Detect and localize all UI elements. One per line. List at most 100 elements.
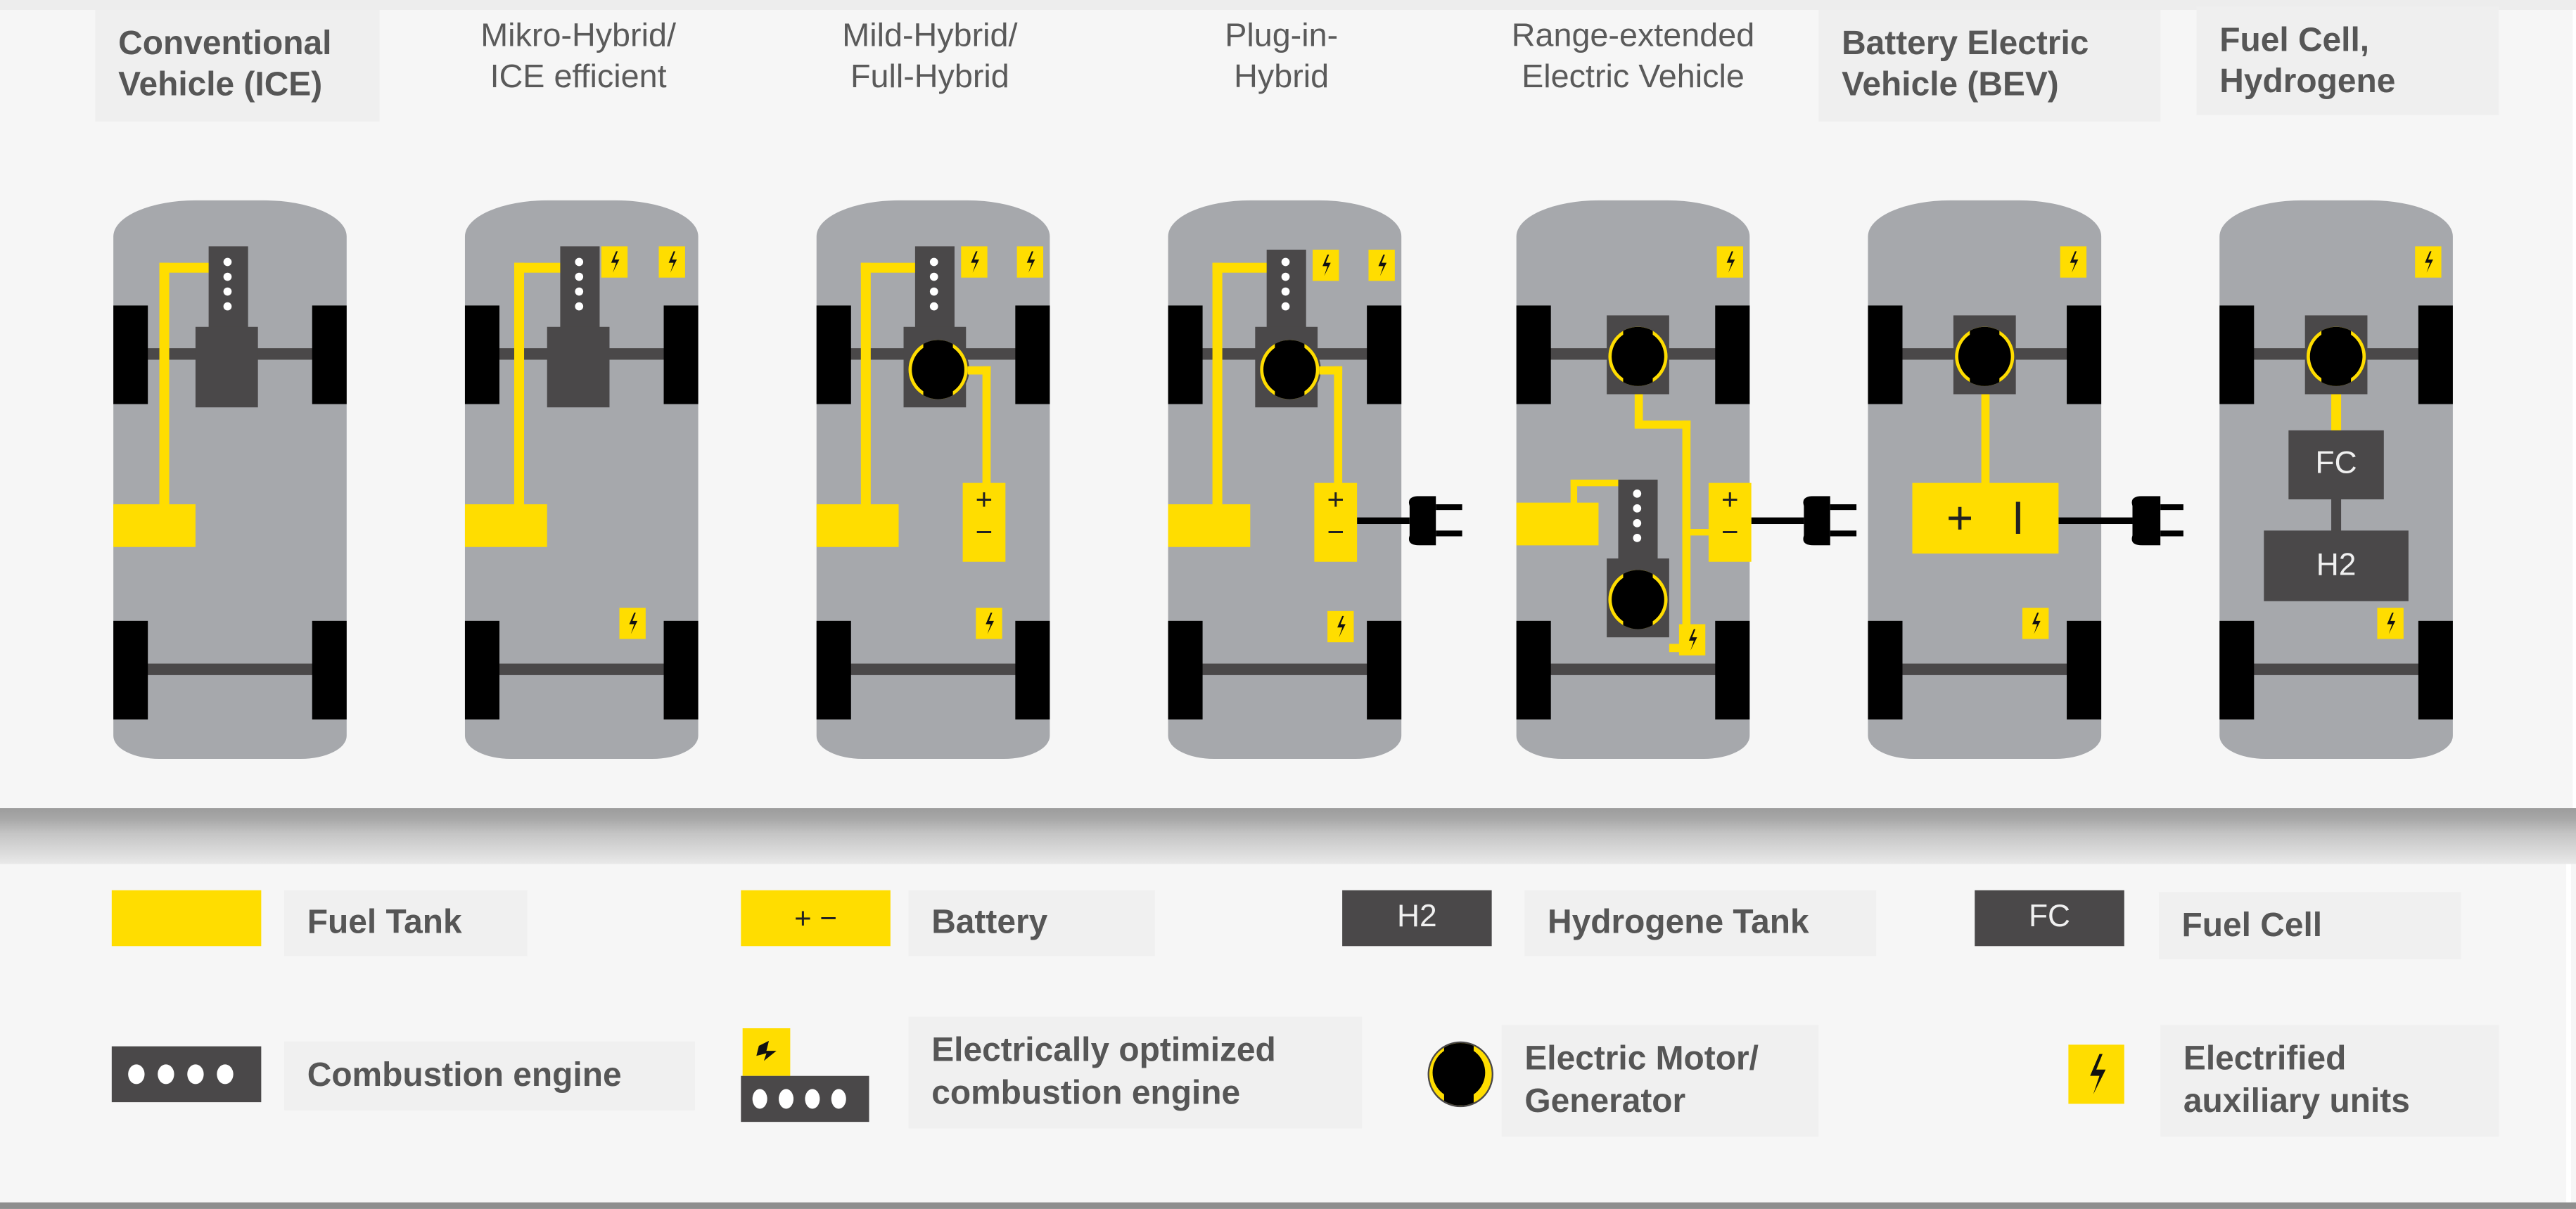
title-line-2: Electric Vehicle [1522,59,1745,96]
legend-electrically-optimized-bolt-icon [742,1028,791,1076]
battery-plus: + [1327,482,1345,516]
title-line-1: Conventional [118,25,332,63]
car-fuel-cell: FC H2 [2219,200,2453,760]
electrified-auxiliary-icon [658,246,685,278]
electric-motor-icon [1953,325,2016,388]
title-line-1: Fuel Cell, [2219,21,2370,60]
fuel-tank-icon [113,504,196,547]
title-line-2: Hybrid [1234,59,1330,96]
legend-battery-swatch: + − [741,890,891,947]
wheel-rear-left [1516,620,1551,719]
power-line [1682,529,1712,536]
wheel-front-right [1015,305,1050,404]
car-mild-hybrid: + − [816,200,1050,760]
title-range-extended-ev: Range-extended Electric Vehicle [1475,16,1790,98]
title-mild-hybrid: Mild-Hybrid/ Full-Hybrid [782,16,1078,98]
battery-minus: I [2011,492,2025,544]
legend-fuel-cell-swatch: FC [1975,890,2124,947]
wheel-front-right [2418,305,2453,404]
power-line [1334,366,1343,501]
wheel-front-left [1868,305,1903,404]
battery-icon: + − [1708,482,1752,562]
legend-combustion-engine-swatch [111,1046,262,1103]
wheel-rear-left [1868,620,1903,719]
cylinder-dots [575,257,584,311]
car-range-extended-ev: + − [1516,200,1857,760]
fuel-line [860,262,919,273]
fuel-line [514,262,564,273]
charging-plug-icon [1357,496,1485,546]
legend-fuel-tank-label: Fuel Tank [284,890,528,957]
rear-axle [497,663,665,675]
electrified-auxiliary-icon [2060,246,2087,278]
wheel-front-left [113,305,148,404]
legend-fuel-tank-swatch [111,890,262,947]
cylinder-dots [223,257,232,311]
electric-motor-icon [1607,325,1669,388]
transmission-block [547,326,610,408]
title-conventional-vehicle: Conventional Vehicle (ICE) [95,10,380,122]
electrified-auxiliary-icon [2377,608,2404,639]
wheel-front-right [1715,305,1750,404]
legend-electrified-auxiliary-swatch [2068,1044,2124,1104]
wheel-front-left [2219,305,2255,404]
wheel-front-right [2067,305,2102,404]
wheel-rear-left [113,620,148,719]
power-line [1319,366,1343,375]
car-conventional [113,200,347,760]
battery-plus: + [1946,492,1974,544]
electric-motor-icon [1258,338,1321,401]
title-line-2: Vehicle (BEV) [1842,65,2059,104]
label-line-1: Electrified [2183,1040,2347,1078]
wheel-front-left [816,305,851,404]
battery-icon: + I [1912,482,2059,554]
wheel-rear-right [1015,620,1050,719]
label-line-2: auxiliary units [2183,1082,2410,1120]
car-mikro-hybrid [464,200,699,760]
hydrogen-tank-icon: H2 [2264,530,2409,601]
panel-divider-shadow [0,808,2576,864]
rear-axle [2252,663,2421,675]
electrified-auxiliary-icon [1716,246,1743,278]
battery-icon: + − [962,482,1006,562]
battery-icon: + − [1314,482,1358,562]
legend-fuel-cell-label: Fuel Cell [2158,892,2461,959]
title-line-1: Mild-Hybrid/ [842,18,1018,55]
title-line-1: Range-extended [1511,18,1755,55]
legend-electric-motor-label: Electric Motor/ Generator [1501,1025,1819,1137]
wheel-rear-right [1367,620,1402,719]
fuel-tank-icon [464,504,547,547]
fuel-line [1570,479,1620,487]
fuel-line [1212,262,1270,273]
title-plug-in-hybrid: Plug-in- Hybrid [1133,16,1429,98]
power-line [982,366,991,501]
fuel-line [1212,262,1223,506]
electrified-auxiliary-icon [2022,608,2049,639]
cylinder-dots [752,1089,846,1109]
cylinder-dots [929,257,938,311]
wheel-rear-right [2067,620,2102,719]
label-line-1: Electrically optimized [931,1031,1276,1070]
battery-minus: − [1327,516,1345,549]
legend-electric-motor-swatch [1427,1041,1493,1108]
title-line-2: ICE efficient [490,59,667,96]
fuel-tank-icon [816,504,899,547]
legend-electrified-auxiliary-label: Electrified auxiliary units [2160,1025,2499,1137]
legend-battery-label: Battery [908,890,1155,957]
wheel-rear-left [2219,620,2255,719]
rear-axle [146,663,314,675]
bottom-border [0,1202,2576,1209]
wheel-front-right [663,305,699,404]
label-line-2: combustion engine [931,1074,1241,1113]
charging-plug-icon [2058,496,2186,546]
electrified-auxiliary-icon [1327,610,1354,643]
wheel-rear-left [1168,620,1203,719]
legend-hydrogen-tank-swatch: H2 [1342,890,1492,947]
wheel-rear-right [2418,620,2453,719]
electrified-auxiliary-icon [619,608,646,639]
rear-axle [1901,663,2069,675]
fuel-line [1570,479,1578,506]
electric-motor-icon [2304,325,2368,388]
wheel-front-right [1367,305,1402,404]
